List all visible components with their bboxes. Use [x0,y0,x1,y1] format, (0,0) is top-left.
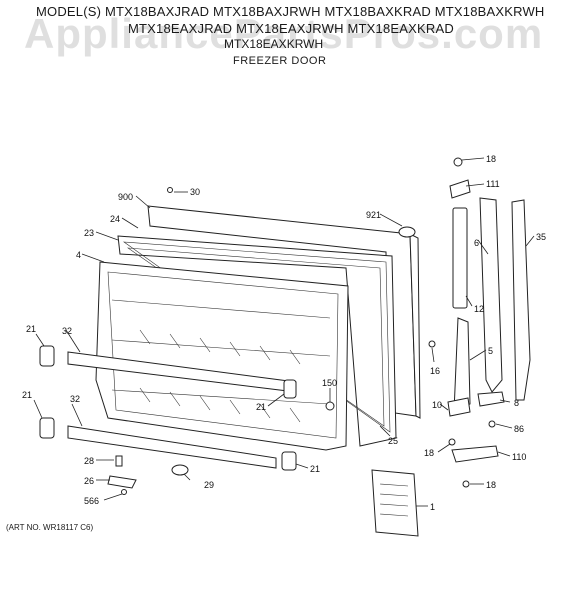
callout-24: 24 [110,214,120,224]
callout-21-d: 21 [310,464,320,474]
diagram-subtitle: FREEZER DOOR [233,55,327,67]
callout-921: 921 [366,210,381,220]
leader-lines [33,157,535,507]
callout-150: 150 [322,378,337,388]
callout-5: 5 [488,346,493,356]
callout-32: 32 [62,326,72,336]
callout-12: 12 [474,304,484,314]
callout-32-b: 32 [70,394,80,404]
model-list-line-2: MTX18EAXJRAD MTX18EAXJRWH MTX18EAXKRAD [128,21,454,36]
callout-18: 18 [486,154,496,164]
model-list-line-3: MTX18EAXKRWH [224,37,324,51]
callout-110: 110 [512,452,526,462]
callout-86: 86 [514,424,524,434]
callout-18-c: 18 [486,480,496,490]
callout-35: 35 [536,232,546,242]
model-list-line-1: MODEL(S) MTX18BAXJRAD MTX18BAXJRWH MTX18… [36,4,545,19]
callout-1: 1 [430,502,435,512]
callout-21-b: 21 [256,402,266,412]
callout-30: 30 [190,187,200,197]
small-hardware [107,187,335,495]
callout-21: 21 [26,324,36,334]
callout-6: 6 [474,238,479,248]
callout-29: 29 [204,480,214,490]
callout-8: 8 [514,398,519,408]
callout-16: 16 [430,366,440,376]
callout-10: 10 [432,400,442,410]
callout-111: 111 [486,179,500,189]
callout-25: 25 [388,436,398,446]
door-liner [95,261,349,451]
hinge-assembly [428,157,531,488]
art-number: (ART NO. WR18117 C6) [6,523,94,532]
callout-28: 28 [84,456,94,466]
shelf-bar-lower [67,425,277,469]
callout-900: 900 [118,192,133,202]
callout-566: 566 [84,496,99,506]
callout-labels: 18 111 30 900 921 24 23 4 6 35 12 21 32 … [22,154,546,512]
shelf-end-caps [39,345,297,471]
callout-23: 23 [84,228,94,238]
callout-26: 26 [84,476,94,486]
callout-4: 4 [76,250,81,260]
owners-manual-booklet [371,469,419,537]
callout-21-c: 21 [22,390,32,400]
callout-18-b: 18 [424,448,434,458]
